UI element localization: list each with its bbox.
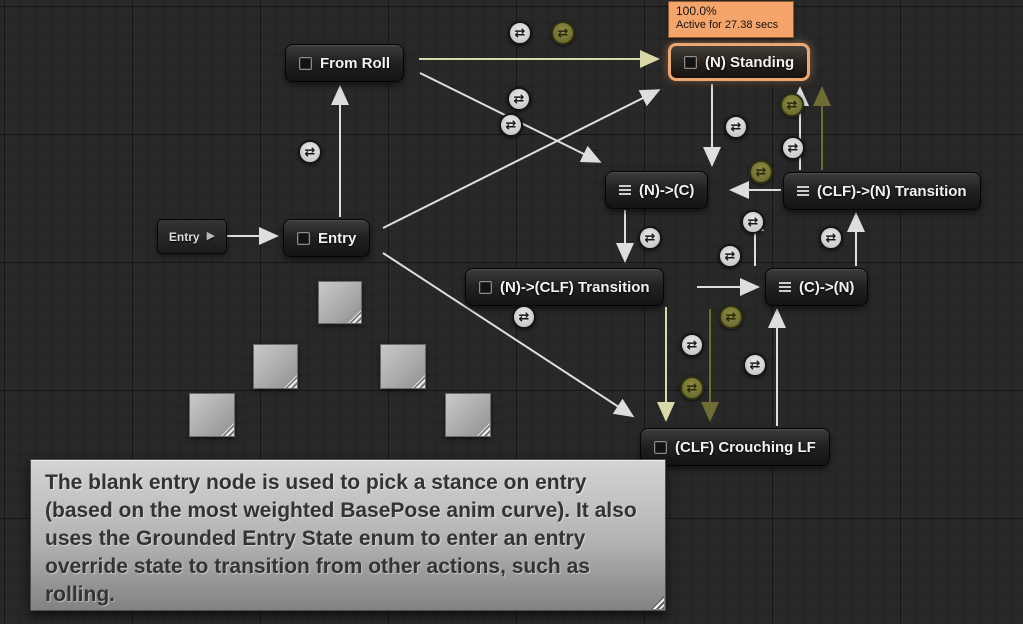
state-node-label: (CLF) Crouching LF (675, 438, 816, 456)
entry-node-description-tooltip: The blank entry node is used to pick a s… (30, 459, 666, 611)
state-node-n-standing[interactable]: (N) Standing (668, 43, 811, 81)
state-weight-text: 100.0% (676, 4, 717, 18)
gray-box-node[interactable] (253, 344, 298, 389)
active-duration-text: Active for 27.38 secs (676, 19, 779, 31)
transition-rule-icon[interactable]: ⇄ (819, 226, 843, 250)
state-node-label: (N)->(CLF) Transition (500, 278, 650, 296)
tooltip-text: The blank entry node is used to pick a s… (45, 471, 637, 606)
swap-arrows-icon: ⇄ (518, 309, 530, 325)
transition-rule-icon[interactable]: ⇄ (507, 87, 531, 111)
gray-box-node[interactable] (380, 344, 426, 389)
swap-arrows-icon: ⇄ (724, 248, 736, 264)
transition-state-icon (779, 282, 791, 292)
gray-box-node[interactable] (445, 393, 491, 437)
swap-arrows-icon: ⇄ (686, 380, 698, 396)
transition-rule-icon[interactable]: ⇄ (741, 210, 765, 234)
swap-arrows-icon: ⇄ (825, 230, 837, 246)
entry-play-icon: ▶ (206, 230, 216, 242)
transition-rule-icon-weighted[interactable]: ⇄ (551, 21, 575, 45)
transition-rule-icon[interactable]: ⇄ (781, 136, 805, 160)
state-node-n-to-clf-transition[interactable]: (N)->(CLF) Transition (465, 268, 664, 306)
swap-arrows-icon: ⇄ (505, 117, 517, 133)
state-node-entry[interactable]: Entry (283, 219, 371, 257)
state-machine-icon (684, 55, 697, 69)
entry-point-label: Entry (168, 229, 200, 244)
state-machine-icon (479, 280, 492, 294)
state-machine-icon (654, 440, 667, 454)
transition-rule-icon[interactable]: ⇄ (638, 226, 662, 250)
transition-rule-icon[interactable]: ⇄ (512, 305, 536, 329)
swap-arrows-icon: ⇄ (755, 164, 767, 180)
transition-rule-icon[interactable]: ⇄ (743, 353, 767, 377)
transition-rule-icon-weighted[interactable]: ⇄ (680, 376, 704, 400)
gray-box-node[interactable] (189, 393, 235, 437)
transition-rule-icon[interactable]: ⇄ (680, 333, 704, 357)
transition-rule-icon-weighted[interactable]: ⇄ (719, 305, 743, 329)
swap-arrows-icon: ⇄ (686, 337, 698, 353)
transition-rule-icon[interactable]: ⇄ (724, 115, 748, 139)
swap-arrows-icon: ⇄ (304, 144, 316, 160)
swap-arrows-icon: ⇄ (749, 357, 761, 373)
transition-rule-icon[interactable]: ⇄ (298, 140, 322, 164)
swap-arrows-icon: ⇄ (747, 214, 759, 230)
swap-arrows-icon: ⇄ (787, 140, 799, 156)
entry-point-node[interactable]: Entry ▶ (157, 219, 227, 254)
state-node-label: (N) Standing (705, 53, 795, 71)
swap-arrows-icon: ⇄ (730, 119, 742, 135)
transition-state-icon (619, 185, 631, 195)
state-node-n-to-c[interactable]: (N)->(C) (605, 171, 709, 209)
state-node-label: (CLF)->(N) Transition (817, 182, 967, 200)
transition-rule-icon[interactable]: ⇄ (508, 21, 532, 45)
transition-state-icon (797, 186, 809, 196)
state-machine-icon (299, 56, 312, 70)
transition-rule-icon[interactable]: ⇄ (718, 244, 742, 268)
state-node-clf-crouching-lf[interactable]: (CLF) Crouching LF (640, 428, 830, 466)
swap-arrows-icon: ⇄ (513, 91, 525, 107)
swap-arrows-icon: ⇄ (786, 97, 798, 113)
state-node-label: From Roll (320, 54, 390, 72)
swap-arrows-icon: ⇄ (644, 230, 656, 246)
state-node-label: (N)->(C) (639, 181, 695, 199)
state-node-label: (C)->(N) (799, 278, 855, 296)
state-node-label: Entry (318, 229, 357, 247)
active-state-tooltip: 100.0% Active for 27.38 secs (668, 1, 794, 38)
swap-arrows-icon: ⇄ (557, 25, 569, 41)
swap-arrows-icon: ⇄ (514, 25, 526, 41)
resize-grip-icon (650, 595, 664, 609)
swap-arrows-icon: ⇄ (725, 309, 737, 325)
state-machine-icon (297, 231, 310, 245)
gray-box-node[interactable] (318, 281, 362, 324)
transition-rule-icon-weighted[interactable]: ⇄ (780, 93, 804, 117)
state-node-c-to-n[interactable]: (C)->(N) (765, 268, 869, 306)
state-node-from-roll[interactable]: From Roll (285, 44, 404, 82)
transition-rule-icon-weighted[interactable]: ⇄ (749, 160, 773, 184)
transition-rule-icon[interactable]: ⇄ (499, 113, 523, 137)
state-node-clf-to-n-transition[interactable]: (CLF)->(N) Transition (783, 172, 981, 210)
